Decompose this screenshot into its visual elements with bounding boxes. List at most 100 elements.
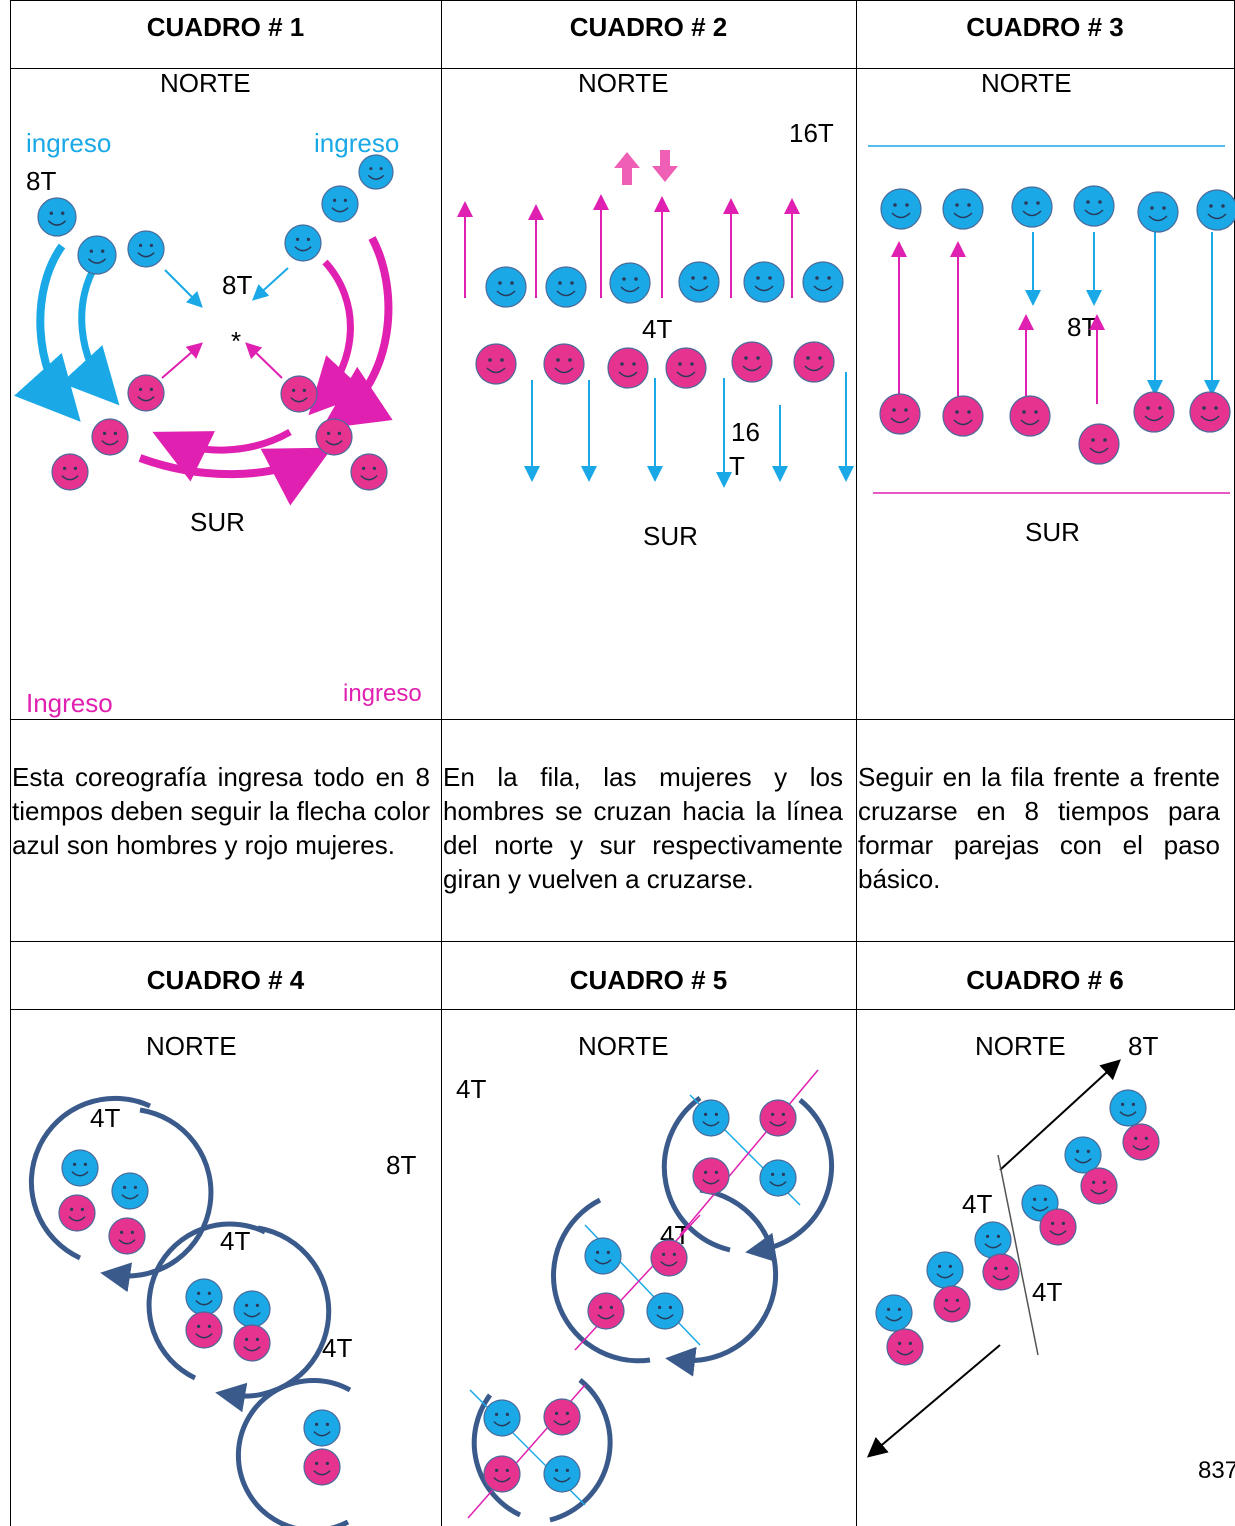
man-face-icon <box>646 1292 684 1330</box>
c1-curved-arrow-blue-inner <box>61 260 120 406</box>
woman-face-icon <box>185 1311 223 1349</box>
c1-curved-arrow-pink-bottom <box>138 447 333 506</box>
c2-bold-arrow-down <box>652 150 678 182</box>
man-face-icon <box>77 235 117 275</box>
c1-arrow-blue-1 <box>164 269 203 308</box>
c2-time-bottom-a: 16 <box>731 417 760 447</box>
c4-north-label: NORTE <box>146 1031 237 1061</box>
c1-curved-arrow-pink-outer <box>321 236 393 429</box>
c1-curved-arrow-blue-outer <box>14 243 81 422</box>
cuadro-5-title: CUADRO # 5 <box>569 965 728 995</box>
cuadro-1-title: CUADRO # 1 <box>146 12 305 42</box>
man-face-icon <box>692 1099 730 1137</box>
c2-time-top: 16T <box>789 118 834 148</box>
c6-time-2: 4T <box>962 1189 993 1219</box>
man-face-icon <box>185 1278 223 1316</box>
c6-divider <box>997 1154 1039 1356</box>
woman-face-icon <box>759 1099 797 1137</box>
man-face-icon <box>358 154 394 190</box>
man-face-icon <box>543 1455 581 1493</box>
c4-rotation-circles <box>28 1095 352 1526</box>
man-face-icon <box>678 261 720 303</box>
table-border-row2 <box>10 719 1235 720</box>
woman-face-icon <box>1122 1123 1160 1161</box>
man-face-icon <box>759 1159 797 1197</box>
man-face-icon <box>61 1149 99 1187</box>
man-face-icon <box>111 1172 149 1210</box>
c6-arrow-north <box>999 1059 1121 1171</box>
c4-time-3: 4T <box>220 1226 251 1256</box>
table-border-col1 <box>441 0 442 1526</box>
man-face-icon <box>1137 191 1179 233</box>
c1-north-label: NORTE <box>160 68 251 98</box>
c1-center-mark: * <box>231 326 242 356</box>
c1-curved-arrow-pink-inner <box>308 259 368 416</box>
woman-face-icon <box>942 395 984 437</box>
c4-time-1: 4T <box>90 1103 121 1133</box>
table-border-top <box>10 0 1235 1</box>
man-face-icon <box>1011 186 1053 228</box>
woman-face-icon <box>280 375 318 413</box>
c4-time-2: 8T <box>386 1150 417 1180</box>
woman-face-icon <box>127 374 165 412</box>
c6-north-label: NORTE <box>975 1031 1066 1061</box>
woman-face-icon <box>587 1292 625 1330</box>
c3-south-label: SUR <box>1025 517 1080 547</box>
c1-time-a: 8T <box>26 166 57 196</box>
woman-face-icon <box>315 418 353 456</box>
woman-face-icon <box>475 343 517 385</box>
woman-face-icon <box>233 1324 271 1362</box>
man-face-icon <box>1196 189 1235 231</box>
woman-face-icon <box>731 341 773 383</box>
woman-face-icon <box>108 1217 146 1255</box>
woman-face-icon <box>793 341 835 383</box>
table-border-col2 <box>856 0 857 1526</box>
cuadro-2-title: CUADRO # 2 <box>569 12 728 42</box>
c5-rotation-circles <box>471 1095 835 1523</box>
c6-time-1: 8T <box>1128 1031 1159 1061</box>
man-face-icon <box>974 1221 1012 1259</box>
woman-face-icon <box>303 1448 341 1486</box>
woman-face-icon <box>879 393 921 435</box>
man-face-icon <box>37 197 77 237</box>
woman-face-icon <box>886 1328 924 1366</box>
c2-description: En la fila, las mujeres y los hombres se… <box>443 762 843 894</box>
man-face-icon <box>880 188 922 230</box>
woman-face-icon <box>933 1285 971 1323</box>
woman-face-icon <box>607 347 649 389</box>
man-face-icon <box>1073 185 1115 227</box>
c5-time-1: 4T <box>456 1074 487 1104</box>
c1-arrow-pink-2 <box>245 342 283 379</box>
c2-arrows-blue <box>524 372 854 488</box>
woman-face-icon <box>1078 423 1120 465</box>
c5-diagonal-lines <box>467 1069 819 1519</box>
cuadro-4-title: CUADRO # 4 <box>146 965 305 995</box>
man-face-icon <box>743 261 785 303</box>
c1-arrow-blue-2 <box>252 267 289 301</box>
c1-ingreso-left: ingreso <box>26 128 112 158</box>
man-face-icon <box>303 1409 341 1447</box>
man-face-icon <box>485 266 527 308</box>
c1-curved-arrow-pink-bottom2 <box>152 428 292 482</box>
woman-face-icon <box>58 1194 96 1232</box>
c2-time-bottom-b: T <box>729 451 745 481</box>
man-face-icon <box>942 188 984 230</box>
man-face-icon <box>926 1251 964 1289</box>
woman-face-icon <box>483 1455 521 1493</box>
c3-arrows-pink <box>891 241 1105 404</box>
man-face-icon <box>609 262 651 304</box>
man-face-icon <box>284 224 322 262</box>
page-number: 837 <box>1198 1457 1235 1484</box>
c3-north-label: NORTE <box>981 68 1072 98</box>
woman-face-icon <box>1189 391 1231 433</box>
c1-south-label: SUR <box>190 507 245 537</box>
man-face-icon <box>875 1294 913 1332</box>
woman-face-icon <box>543 1398 581 1436</box>
man-face-icon <box>483 1399 521 1437</box>
man-face-icon <box>1109 1089 1147 1127</box>
woman-face-icon <box>1133 391 1175 433</box>
woman-face-icon <box>692 1157 730 1195</box>
c2-south-label: SUR <box>643 521 698 551</box>
woman-face-icon <box>1009 395 1051 437</box>
